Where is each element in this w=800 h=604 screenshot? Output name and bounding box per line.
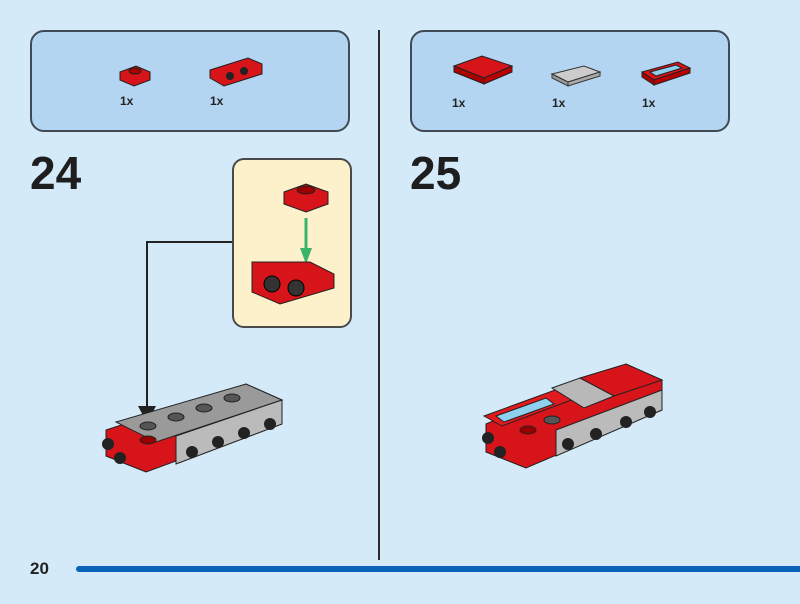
red-plate-1x1-icon (119, 65, 151, 87)
part-qty: 1x (452, 96, 466, 110)
red-windshield-tile-icon (640, 61, 692, 86)
gray-tile-1x2-icon (550, 65, 602, 87)
part-qty: 1x (552, 96, 566, 110)
sub-assembly-callout (232, 158, 352, 328)
step-24-model (102, 383, 284, 473)
step-25-model (482, 363, 664, 469)
green-arrow-icon (300, 218, 312, 264)
part-qty: 1x (210, 94, 224, 108)
step-number: 24 (30, 147, 82, 199)
red-bracket-icon (209, 57, 263, 87)
part-qty: 1x (120, 94, 134, 108)
step-number: 25 (410, 147, 462, 199)
parts-list-step-25: 1x 1x 1x (410, 30, 730, 132)
step-divider (378, 30, 380, 560)
page-footer-bar (76, 566, 800, 572)
red-tile-2x2-icon (452, 55, 514, 85)
red-plate-1x1-icon (283, 183, 329, 213)
part-qty: 1x (642, 96, 656, 110)
red-bracket-icon (251, 261, 335, 305)
parts-list-step-24: 1x 1x (30, 30, 350, 132)
page-number: 20 (30, 559, 49, 578)
